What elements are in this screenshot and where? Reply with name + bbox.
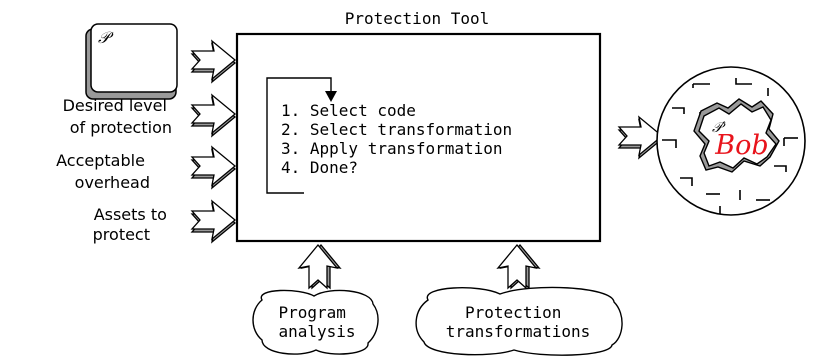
- svg-text:Protection transformatio: Protection transformations: [446, 303, 591, 341]
- protection-transformations-blob: Protection transformations: [415, 286, 623, 356]
- assets-label: Assets to protect: [93, 205, 172, 244]
- program-analysis-blob: Program analysis: [252, 289, 379, 355]
- svg-text:Program analysis: Program analysis: [278, 303, 355, 341]
- acceptable-overhead-label: Acceptable overhead: [56, 151, 150, 192]
- protection-transformations-line-1: Protection: [465, 303, 561, 322]
- step-3: 3. Apply transformation: [281, 139, 503, 158]
- step-4: 4. Done?: [281, 158, 358, 177]
- step-1: 1. Select code: [281, 101, 416, 120]
- loop-arrow-icon: [266, 77, 337, 194]
- protection-transformations-line-2: transformations: [446, 322, 591, 341]
- program-analysis-line-2: analysis: [278, 322, 355, 341]
- fortress-icon: 𝒫′ Bob: [656, 66, 806, 216]
- arrow-assets-icon: [190, 199, 237, 244]
- step-2: 2. Select transformation: [281, 120, 512, 139]
- arrow-transformations-icon: [496, 243, 541, 290]
- tool-title: Protection Tool: [345, 9, 490, 28]
- protected-program-symbol: 𝒫′: [712, 120, 726, 136]
- arrow-program-icon: [190, 39, 237, 84]
- program-input-card: 𝒫: [85, 23, 178, 100]
- arrow-desired-level-icon: [190, 93, 237, 138]
- arrow-program-analysis-icon: [297, 243, 342, 290]
- bob-attacker-label: Bob: [714, 130, 768, 161]
- protection-tool-box: [235, 32, 602, 243]
- arrow-overhead-icon: [190, 145, 237, 190]
- program-analysis-line-1: Program: [278, 303, 345, 322]
- desired-level-label: Desired level of protection: [63, 96, 172, 137]
- arrow-output-icon: [617, 115, 664, 160]
